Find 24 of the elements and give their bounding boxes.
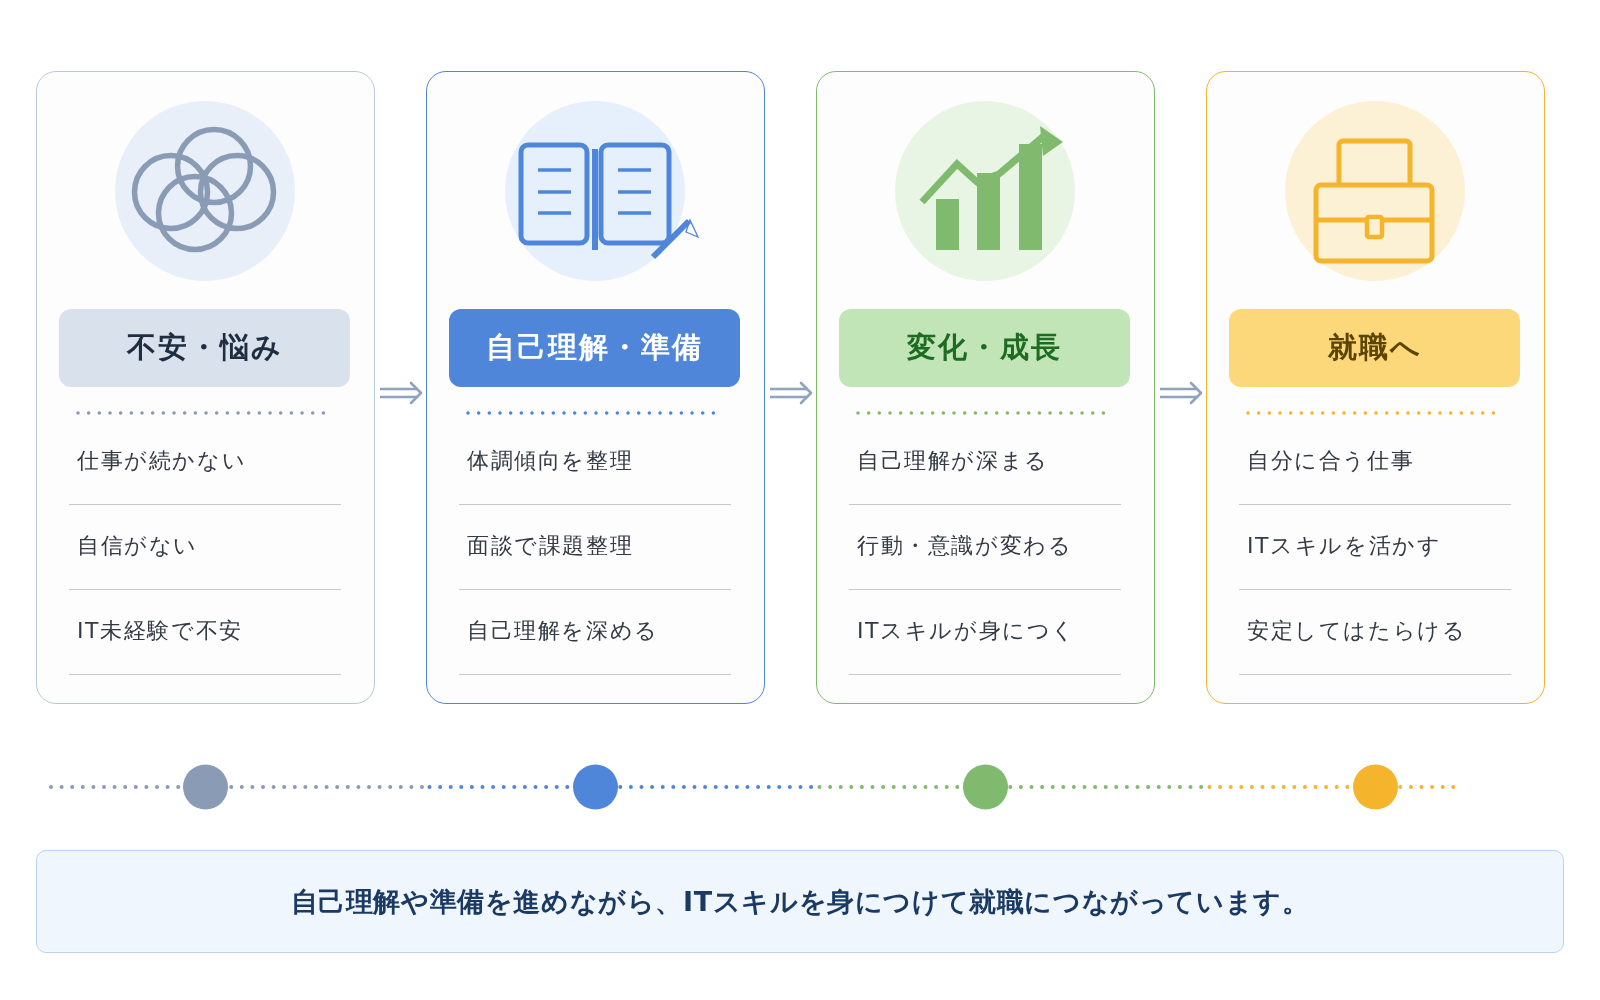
list-item: IT未経験で不安 — [77, 617, 243, 645]
list-item: 自分に合う仕事 — [1247, 447, 1415, 475]
step-label: 変化・成長 — [839, 309, 1130, 387]
arrow — [1158, 381, 1203, 405]
step-card — [36, 71, 375, 704]
arrow — [768, 381, 813, 405]
step-card — [426, 71, 765, 704]
list-item: 自信がない — [77, 532, 198, 560]
step-label: 就職へ — [1229, 309, 1520, 387]
list-item: ITスキルを活かす — [1247, 532, 1442, 560]
list-item: 仕事が続かない — [77, 447, 247, 475]
list-item: 自己理解が深まる — [857, 447, 1049, 475]
arrow — [378, 381, 423, 405]
step-label: 自己理解・準備 — [449, 309, 740, 387]
list-item: 面談で課題整理 — [467, 532, 634, 560]
list-item: 体調傾向を整理 — [467, 447, 634, 475]
step-card — [816, 71, 1155, 704]
list-item: ITスキルが身につく — [857, 617, 1076, 645]
summary-banner: 自己理解や準備を進めながら、ITスキルを身につけて就職につながっています。 — [36, 850, 1564, 953]
step-card — [1206, 71, 1545, 704]
list-item: 安定してはたらける — [1247, 617, 1467, 645]
list-item: 自己理解を深める — [467, 617, 659, 645]
step-label: 不安・悩み — [59, 309, 350, 387]
list-item: 行動・意識が変わる — [857, 532, 1073, 560]
